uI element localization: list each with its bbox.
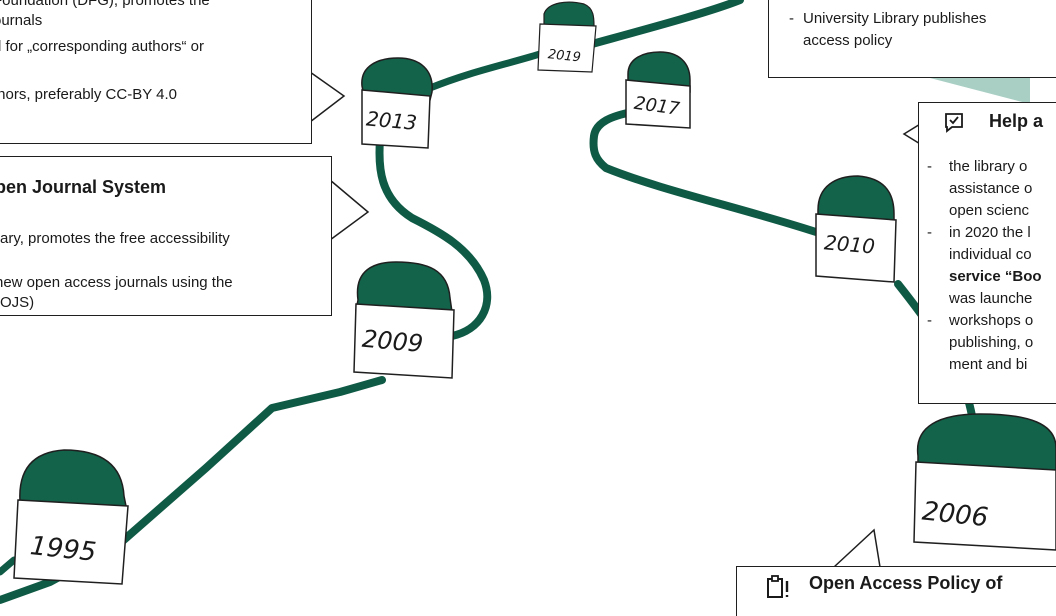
drum-body-2009 [353,303,455,379]
milestone-1995: 1995 [13,449,129,585]
help-item3-dash: - [927,312,932,329]
path-segment-2009-2013 [375,136,492,340]
path-segment-1995-2009 [0,376,386,604]
chat-check-icon [945,113,963,133]
path-segment-left-tail [0,556,18,576]
drum-cap-2019 [543,1,595,29]
ojs-box-line2: new open access journals using the [0,274,233,291]
year-label-2009: 2009 [361,325,424,358]
drum-cap-2013 [361,57,433,101]
help-item3-line1: workshops o [949,312,1034,329]
milestone-2019: 2019 [537,1,597,73]
callout-box-2013: Foundation (DFG), promotes the ournals d… [0,0,312,144]
year-label-2010: 2010 [823,230,876,258]
drum-body-2017 [625,79,691,129]
callout-box-policy-bottom: Open Access Policy of [736,566,1056,616]
help-item2-line2: individual co [949,246,1032,263]
policy-top-line2: access policy [803,32,893,49]
policy-bottom-title: Open Access Policy of [809,573,1003,593]
milestone-2013: 2013 [361,57,433,149]
help-item1-line2: assistance o [949,180,1033,197]
year-label-2013: 2013 [365,106,418,134]
policy-top-dash: - [789,10,794,27]
drum-cap-1995 [19,449,127,509]
clipboard-icon [767,575,789,598]
pointer-2013-box [309,71,346,123]
help-item3-line2: publishing, o [949,334,1034,351]
path-segment-2013-2019 [426,50,544,92]
ojs-box-line1: rary, promotes the free accessibility [0,230,230,247]
box-2013-line1: Foundation (DFG), promotes the [0,0,210,9]
help-item2-dash: - [927,224,932,241]
year-label-1995: 1995 [29,531,98,568]
drum-cap-2009 [355,261,453,313]
box-2013-line2: ournals [0,12,43,29]
help-item1-line1: the library o [949,158,1028,175]
help-box-title: Help a [989,111,1044,131]
milestone-2017: 2017 [625,51,691,129]
ojs-box-title: pen Journal System [0,177,167,197]
help-item3-line3: ment and bi [949,356,1028,373]
callout-box-policy-top: - University Library publishes access po… [768,0,1056,78]
help-item2-line1: in 2020 the l [949,224,1031,241]
milestone-2006: 2006 [913,413,1056,551]
drum-body-2010 [815,213,897,283]
year-label-2006: 2006 [921,496,990,533]
path-segment-2019-top [588,0,744,48]
pointer-policy-bottom [833,528,881,568]
drum-body-2006 [913,461,1056,551]
help-item1-line3: open scienc [949,202,1030,219]
path-segment-2017-2010 [589,108,820,236]
pointer-ojs-box [329,179,370,241]
box-2013-line3: d for „corresponding authors“ or [0,38,204,55]
help-item2-line3: service “Boo [949,267,1042,287]
ojs-box-line3: (OJS) [0,294,35,311]
milestone-2010: 2010 [815,175,897,283]
drum-cap-2010 [817,175,895,227]
help-item2-line4: was launche [949,290,1033,307]
milestone-2009: 2009 [353,261,455,379]
drum-body-2019 [537,23,597,73]
tail-top-right [930,78,1030,104]
year-label-2019: 2019 [547,47,581,65]
box-2013-line4: thors, preferably CC-BY 4.0 [0,86,177,103]
help-item2-line3-text: service “Boo [949,268,1042,285]
callout-box-help: Help a - the library o assistance o open… [918,102,1056,404]
drum-body-1995 [13,499,129,585]
policy-top-line1: University Library publishes [803,10,987,27]
help-item1-dash: - [927,158,932,175]
drum-body-2013 [361,89,431,149]
callout-box-ojs: pen Journal System rary, promotes the fr… [0,156,332,316]
